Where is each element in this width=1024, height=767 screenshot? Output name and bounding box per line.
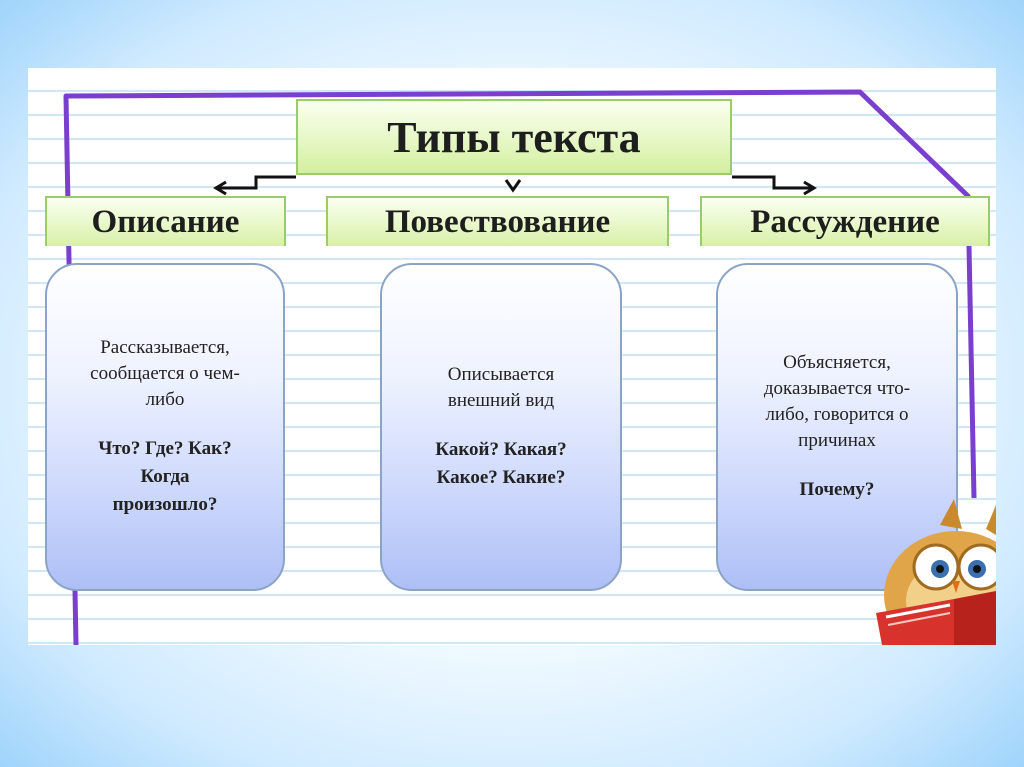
left-connector-line (218, 175, 296, 190)
center-arrow-icon (504, 179, 522, 193)
card-reasoning-text: Объясняется, доказывается что- либо, гов… (763, 352, 911, 451)
card-description: Рассказывается, сообщается о чем- либо Ч… (45, 263, 285, 591)
connector-arrows (213, 175, 817, 196)
right-connector-line (732, 175, 812, 190)
slide: Типы текста Описание Повествование Рассу… (28, 68, 996, 645)
card-narration-questions: Какой? Какая? Какое? Какие? (435, 439, 567, 488)
right-arrow-icon (803, 180, 817, 196)
type-label-narration: Повествование (326, 196, 669, 246)
card-description-questions: Что? Где? Как? Когда произошло? (98, 438, 232, 515)
diagram-title: Типы текста (296, 99, 732, 175)
card-description-text: Рассказывается, сообщается о чем- либо (90, 337, 240, 410)
card-reasoning: Объясняется, доказывается что- либо, гов… (716, 263, 958, 591)
type-label-description: Описание (45, 196, 286, 246)
card-narration: Описывается внешний вид Какой? Какая? Ка… (380, 263, 622, 591)
card-reasoning-questions: Почему? (799, 479, 875, 500)
left-arrow-icon (213, 180, 227, 196)
card-narration-text: Описывается внешний вид (447, 364, 555, 411)
type-label-reasoning: Рассуждение (700, 196, 990, 246)
owl-reading-book-icon (876, 499, 996, 645)
